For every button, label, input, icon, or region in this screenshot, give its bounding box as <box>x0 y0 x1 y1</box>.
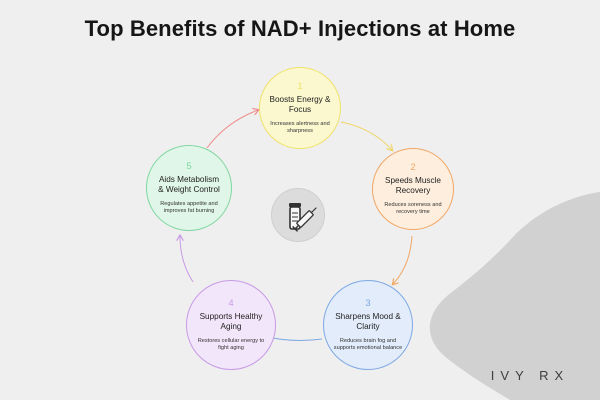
benefit-number: 4 <box>228 298 234 309</box>
benefit-node-4: 4 Supports Healthy Aging Restores cellul… <box>186 280 276 370</box>
benefit-node-5: 5 Aids Metabolism & Weight Control Regul… <box>146 145 232 231</box>
brand-logo: IVY RX <box>490 368 570 383</box>
benefit-description: Increases alertness and sharpness <box>270 121 330 134</box>
benefit-description: Reduces brain fog and supports emotional… <box>333 338 403 351</box>
benefit-node-2: 2 Speeds Muscle Recovery Reduces sorenes… <box>372 148 454 230</box>
benefit-description: Regulates appetite and improves fat burn… <box>160 201 218 214</box>
benefit-title: Speeds Muscle Recovery <box>385 176 441 195</box>
benefit-node-3: 3 Sharpens Mood & Clarity Reduces brain … <box>323 280 413 370</box>
benefit-title: Sharpens Mood & Clarity <box>335 312 401 331</box>
benefit-title: Boosts Energy & Focus <box>269 95 331 114</box>
benefit-description: Restores cellular energy to fight aging <box>197 338 265 351</box>
arrow-2-to-3 <box>393 235 413 284</box>
nad-vial-syringe-icon <box>289 203 317 232</box>
arrow-4-to-5 <box>180 236 194 283</box>
benefit-number: 3 <box>365 298 371 309</box>
benefit-title: Supports Healthy Aging <box>199 312 263 331</box>
benefit-node-1: 1 Boosts Energy & Focus Increases alertn… <box>259 67 341 149</box>
center-icon-badge <box>271 188 325 242</box>
benefit-number: 5 <box>186 161 192 172</box>
benefit-number: 1 <box>297 81 303 92</box>
arrow-1-to-2 <box>340 121 392 150</box>
benefit-number: 2 <box>410 162 416 173</box>
arrow-5-to-1 <box>206 110 258 149</box>
benefit-title: Aids Metabolism & Weight Control <box>158 175 220 194</box>
page-title: Top Benefits of NAD+ Injections at Home <box>84 16 516 41</box>
benefit-description: Reduces soreness and recovery time <box>384 202 442 215</box>
